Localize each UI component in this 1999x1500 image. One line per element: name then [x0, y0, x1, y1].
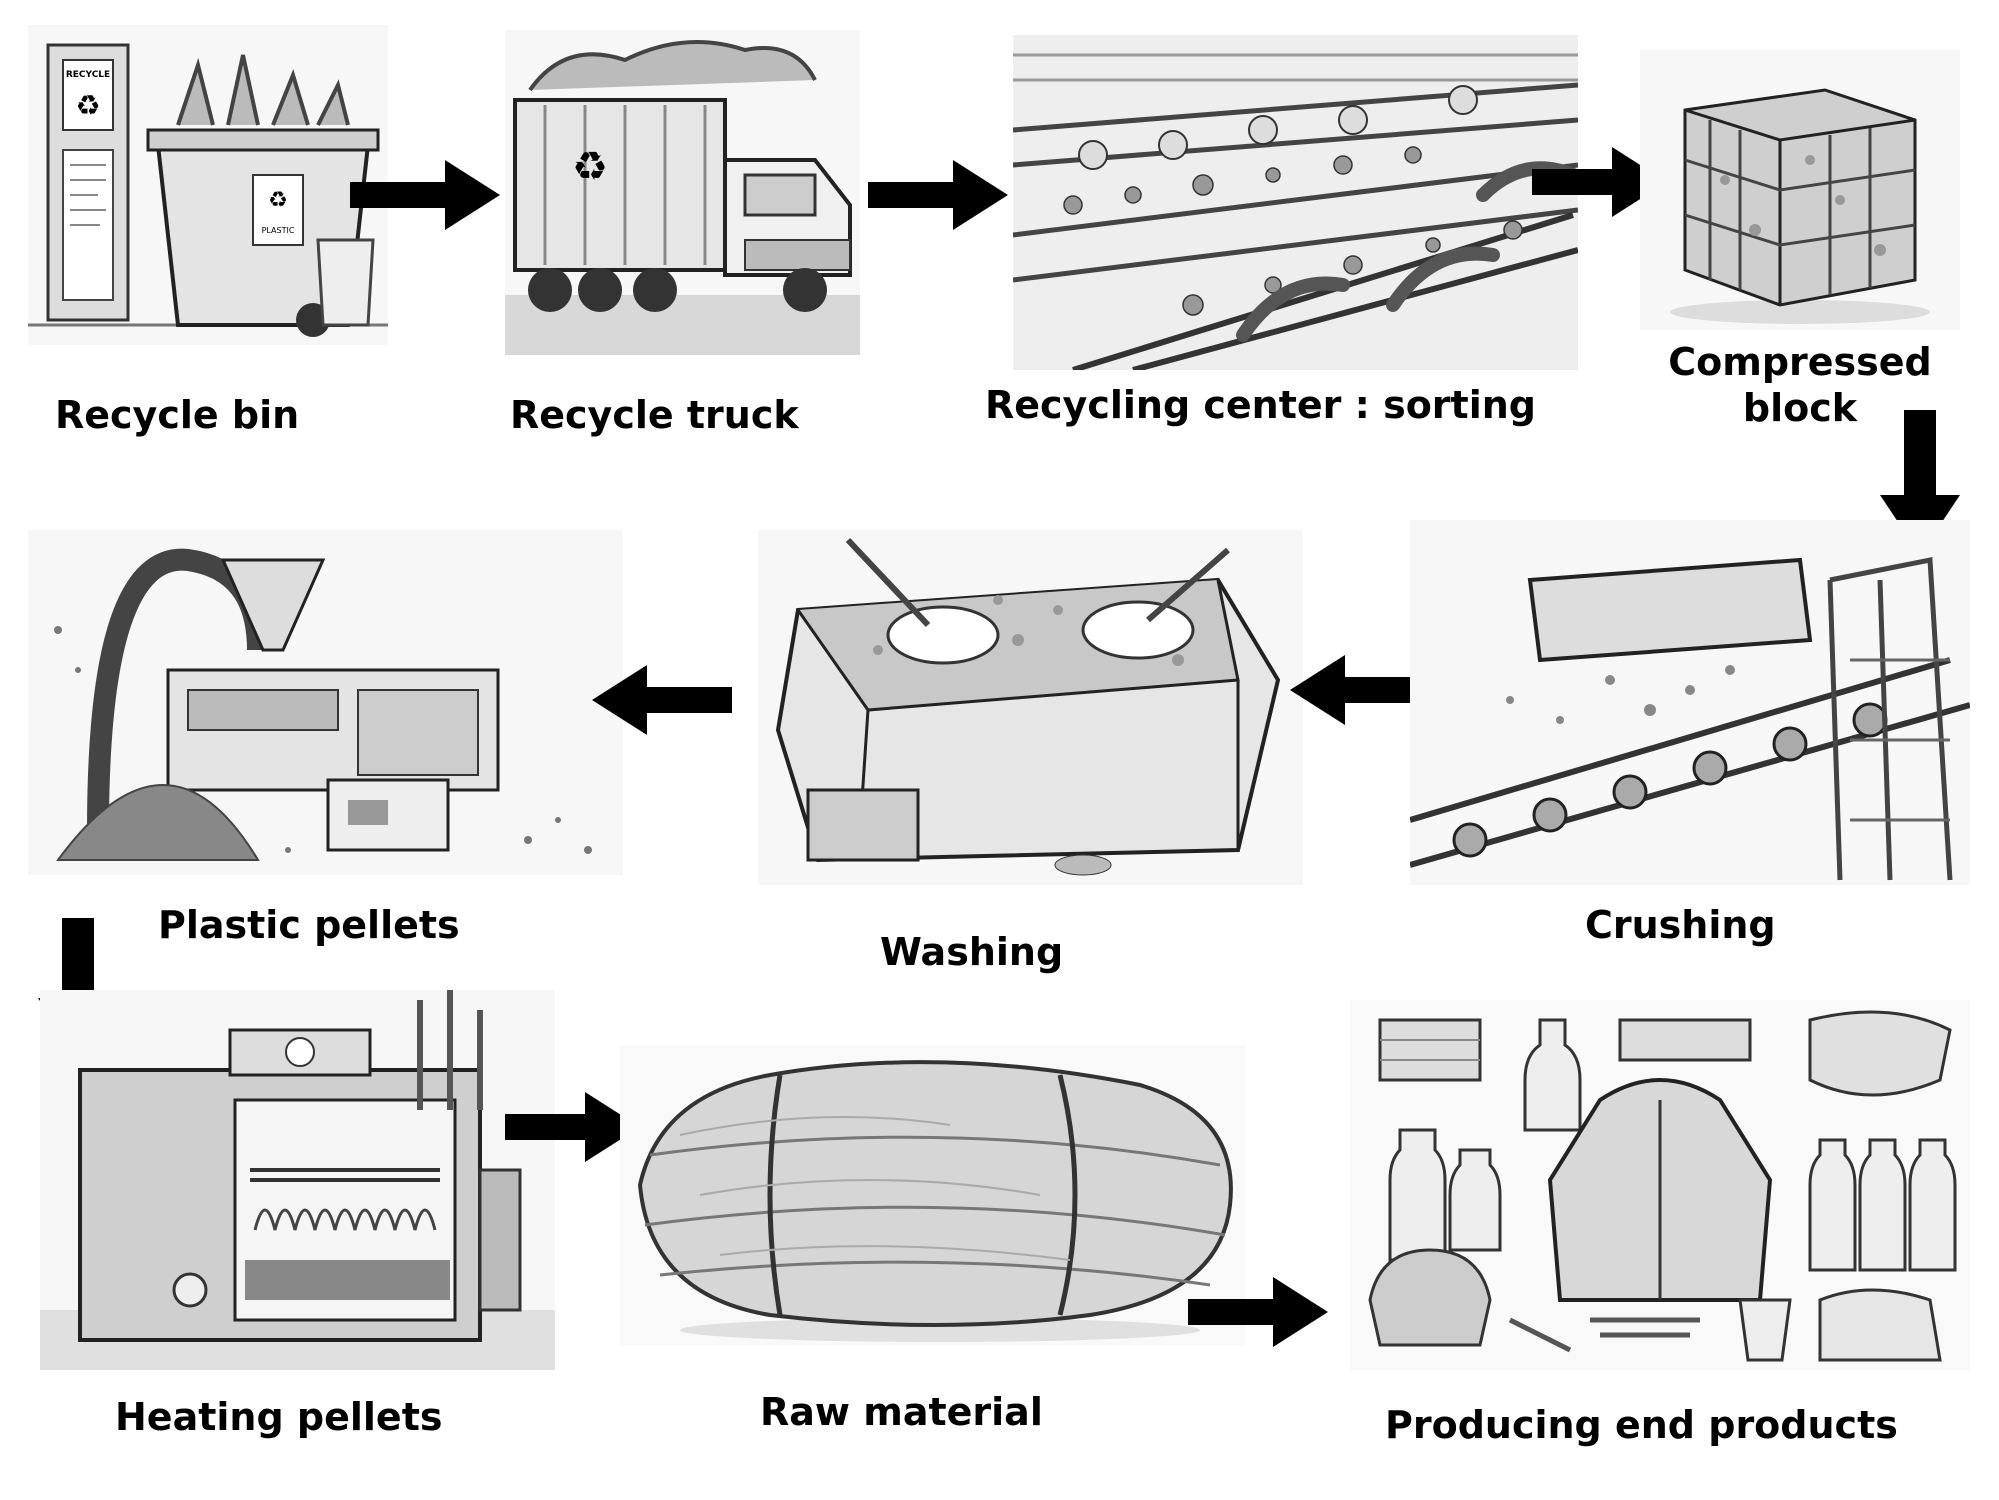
sorting-drawing	[1013, 35, 1578, 370]
heating-oven-illustration	[40, 990, 555, 1370]
plastic-tag-text: PLASTIC	[262, 226, 295, 235]
products-collage-illustration	[1350, 1000, 1970, 1370]
end-products-drawing	[1350, 1000, 1970, 1370]
step-label-washing: Washing	[880, 930, 1064, 974]
recycle-sign-text: RECYCLE	[66, 70, 110, 80]
washing-tank-illustration	[758, 530, 1303, 885]
step-label-sorting: Recycling center : sorting	[985, 383, 1536, 427]
crushing-drawing	[1410, 520, 1970, 885]
recycle-symbol-icon: ♻	[268, 188, 288, 213]
raw-material-drawing	[620, 1045, 1245, 1345]
arrow-icon	[350, 160, 500, 230]
step-label-recycle-bin: Recycle bin	[55, 393, 300, 437]
crusher-conveyor-illustration	[1410, 520, 1970, 885]
washing-drawing	[758, 530, 1303, 885]
arrow-icon	[1880, 410, 1960, 555]
recycle-truck-drawing: ♻	[505, 30, 860, 355]
garbage-truck-illustration: ♻	[505, 30, 860, 355]
recycle-symbol-icon: ♻	[572, 144, 608, 190]
recycle-bin-illustration: RECYCLE ♻ ♻ PLASTIC	[28, 25, 388, 345]
recycle-symbol-icon: ♻	[75, 89, 100, 122]
arrow-icon	[868, 160, 1008, 230]
compressed-block-drawing	[1640, 50, 1960, 330]
bale-cube-illustration	[1640, 50, 1960, 330]
arrow-icon	[592, 665, 732, 735]
arrow-icon	[1532, 147, 1667, 217]
step-label-heating-pellets: Heating pellets	[115, 1395, 443, 1439]
sorting-conveyor-illustration	[1013, 35, 1578, 370]
arrow-icon	[505, 1092, 640, 1162]
arrow-icon	[1290, 655, 1430, 725]
step-label-plastic-pellets: Plastic pellets	[158, 903, 460, 947]
step-label-end-products: Producing end products	[1385, 1403, 1898, 1447]
step-label-raw-material: Raw material	[760, 1390, 1043, 1434]
fiber-bale-illustration	[620, 1045, 1245, 1345]
step-label-compressed-block: Compressed block	[1668, 340, 1932, 430]
step-label-crushing: Crushing	[1585, 903, 1776, 947]
plastic-pellets-drawing	[28, 530, 623, 875]
pellet-extruder-illustration	[28, 530, 623, 875]
heating-drawing	[40, 990, 555, 1370]
recycle-bin-drawing: RECYCLE ♻ ♻ PLASTIC	[28, 25, 388, 345]
step-label-recycle-truck: Recycle truck	[510, 393, 799, 437]
arrow-icon	[1188, 1277, 1328, 1347]
